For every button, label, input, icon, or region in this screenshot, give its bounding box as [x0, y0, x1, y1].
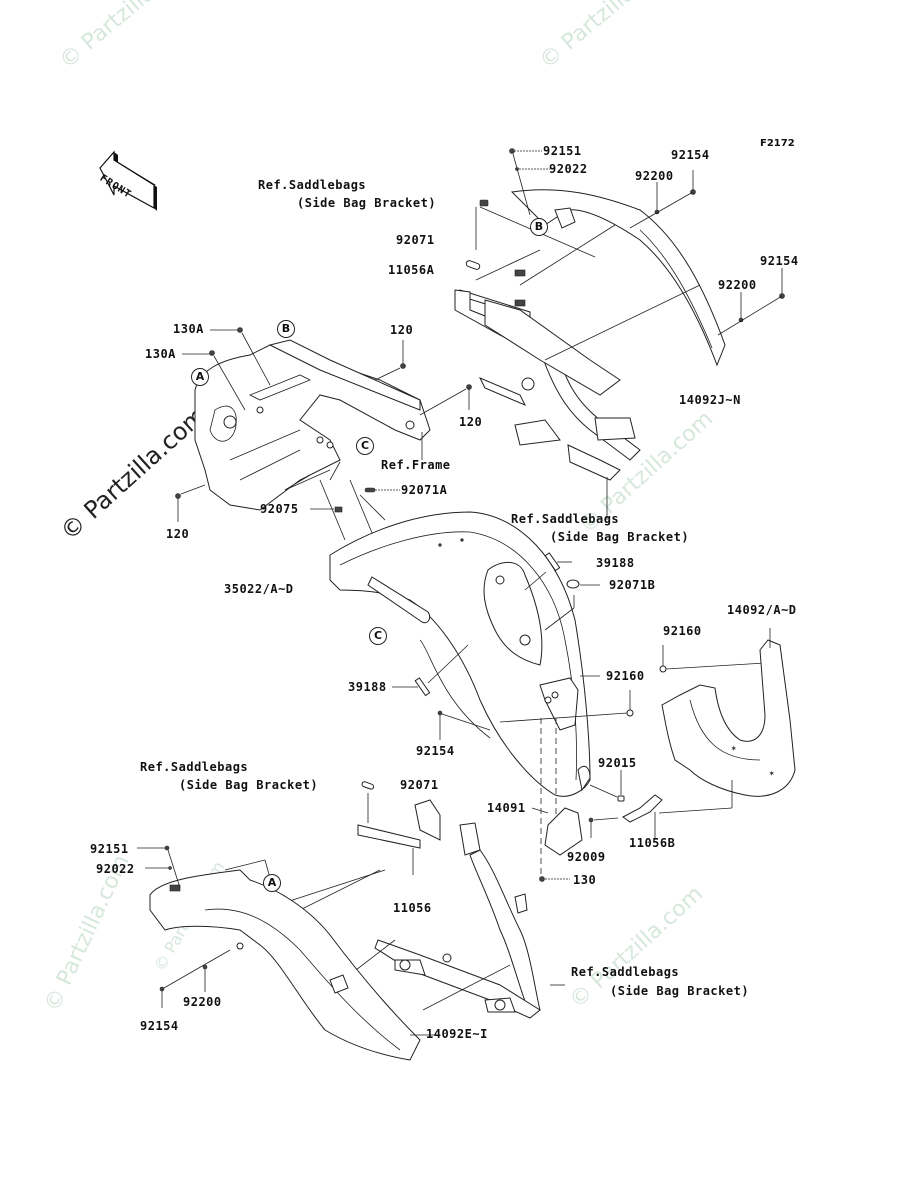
- part-label-120: 120: [459, 415, 483, 429]
- part-label-92160: 92160: [663, 624, 702, 638]
- side-bag-bracket-label: (Side Bag Bracket): [610, 984, 750, 998]
- front-direction-arrow-icon: [99, 150, 157, 211]
- part-label-130A: 130A: [173, 322, 204, 336]
- part-label-92200: 92200: [635, 169, 674, 183]
- rear-fender-trim-top: [510, 189, 726, 367]
- callout-b: B: [277, 320, 295, 338]
- part-label-92160: 92160: [606, 669, 645, 683]
- part-label-92154: 92154: [760, 254, 799, 268]
- part-label-92154: 92154: [671, 148, 710, 162]
- svg-text:✶: ✶: [731, 744, 737, 754]
- part-label-11056: 11056: [393, 901, 432, 915]
- callout-b: B: [530, 218, 548, 236]
- part-label-11056B: 11056B: [629, 836, 676, 850]
- part-label-92009: 92009: [567, 850, 606, 864]
- part-label-92151: 92151: [90, 842, 129, 856]
- side-cover-right: ✶ ✶: [661, 639, 796, 797]
- part-label-130: 130: [573, 873, 597, 887]
- part-label-92200: 92200: [718, 278, 757, 292]
- rear-fender-trim-lower: [149, 869, 421, 1061]
- callout-c: C: [369, 627, 387, 645]
- part-label-130A: 130A: [145, 347, 176, 361]
- ref-saddlebags-label: Ref.Saddlebags: [258, 178, 367, 192]
- figure-id: F2172: [760, 138, 795, 149]
- side-bag-bracket-label: (Side Bag Bracket): [297, 196, 437, 210]
- callout-a: A: [263, 874, 281, 892]
- part-label-92022: 92022: [96, 862, 135, 876]
- svg-text:✶: ✶: [769, 769, 775, 779]
- side-bag-bracket-label: (Side Bag Bracket): [179, 778, 319, 792]
- part-label-14092J-N: 14092J~N: [679, 393, 741, 407]
- part-label-92154: 92154: [140, 1019, 179, 1033]
- ref-saddlebags-label: Ref.Saddlebags: [571, 965, 680, 979]
- part-label-92071B: 92071B: [609, 578, 656, 592]
- part-label-11056A: 11056A: [388, 263, 435, 277]
- part-label-92151: 92151: [543, 144, 582, 158]
- part-label-92071: 92071: [400, 778, 439, 792]
- saddlebag-bracket-top: [454, 260, 641, 481]
- part-label-92200: 92200: [183, 995, 222, 1009]
- part-label-92071: 92071: [396, 233, 435, 247]
- part-label-14092-A-D: 14092/A~D: [727, 603, 797, 617]
- rear-frame: [194, 339, 431, 511]
- part-label-14091: 14091: [487, 801, 526, 815]
- ref-saddlebags-label: Ref.Saddlebags: [511, 512, 620, 526]
- part-label-92075: 92075: [260, 502, 299, 516]
- part-label-39188: 39188: [596, 556, 635, 570]
- part-label-35022: 35022/A~D: [224, 582, 294, 596]
- side-bag-bracket-label: (Side Bag Bracket): [550, 530, 690, 544]
- part-label-92154: 92154: [416, 744, 455, 758]
- part-label-92022: 92022: [549, 162, 588, 176]
- part-label-39188: 39188: [348, 680, 387, 694]
- part-label-92071A: 92071A: [401, 483, 448, 497]
- part-label-120: 120: [390, 323, 414, 337]
- saddlebag-bracket-lower: [357, 781, 541, 1019]
- part-label-120: 120: [166, 527, 190, 541]
- ref-saddlebags-label: Ref.Saddlebags: [140, 760, 249, 774]
- part-label-92015: 92015: [598, 756, 637, 770]
- callout-a: A: [191, 368, 209, 386]
- part-label-14092E-I: 14092E~I: [426, 1027, 488, 1041]
- ref-frame-label: Ref.Frame: [381, 458, 451, 472]
- callout-c: C: [356, 437, 374, 455]
